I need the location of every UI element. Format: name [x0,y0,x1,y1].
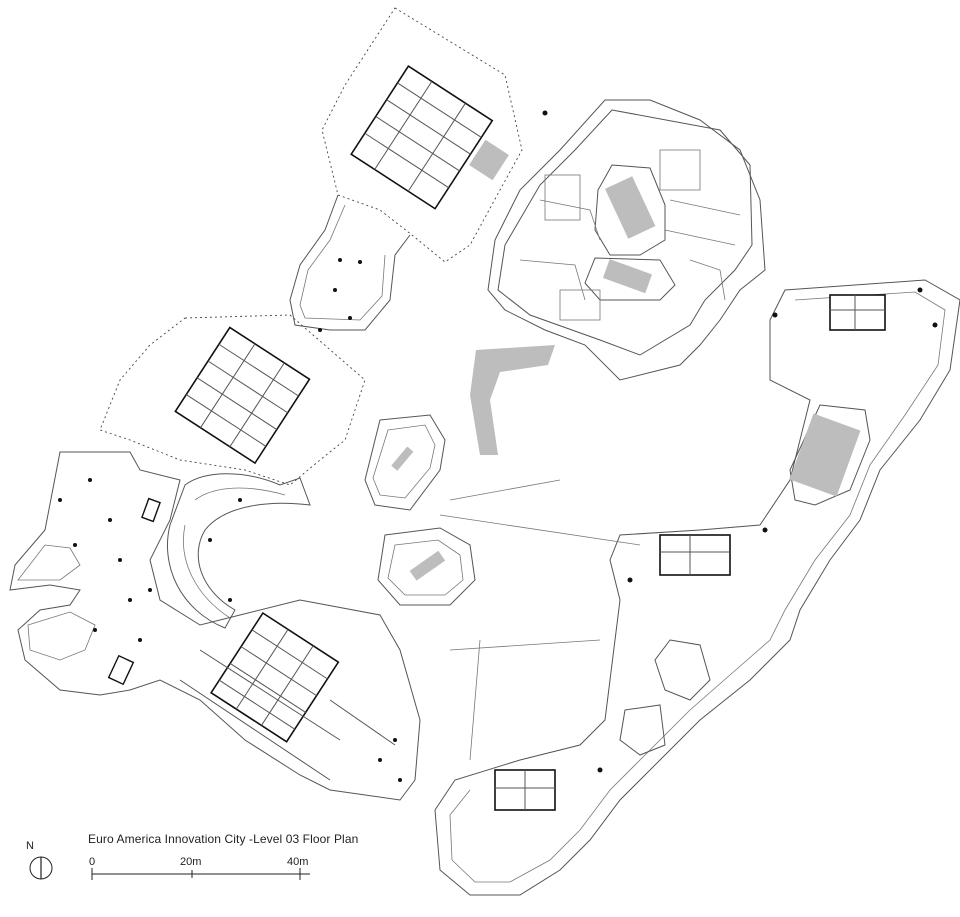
scale-label-20m: 20m [180,856,202,868]
north-east-building [487,99,766,381]
central-landscape [364,345,641,761]
scale-label-40m: 40m [287,856,309,868]
west-wing [9,7,523,801]
structural-columns [58,110,938,782]
plan-title: Euro America Innovation City -Level 03 F… [88,832,359,846]
north-arrow-graphic [29,856,53,880]
north-label: N [26,840,34,852]
scale-label-0: 0 [89,856,96,868]
east-wing [434,279,960,896]
north-arrow: N [26,840,56,884]
scale-bar-graphic [91,868,310,880]
